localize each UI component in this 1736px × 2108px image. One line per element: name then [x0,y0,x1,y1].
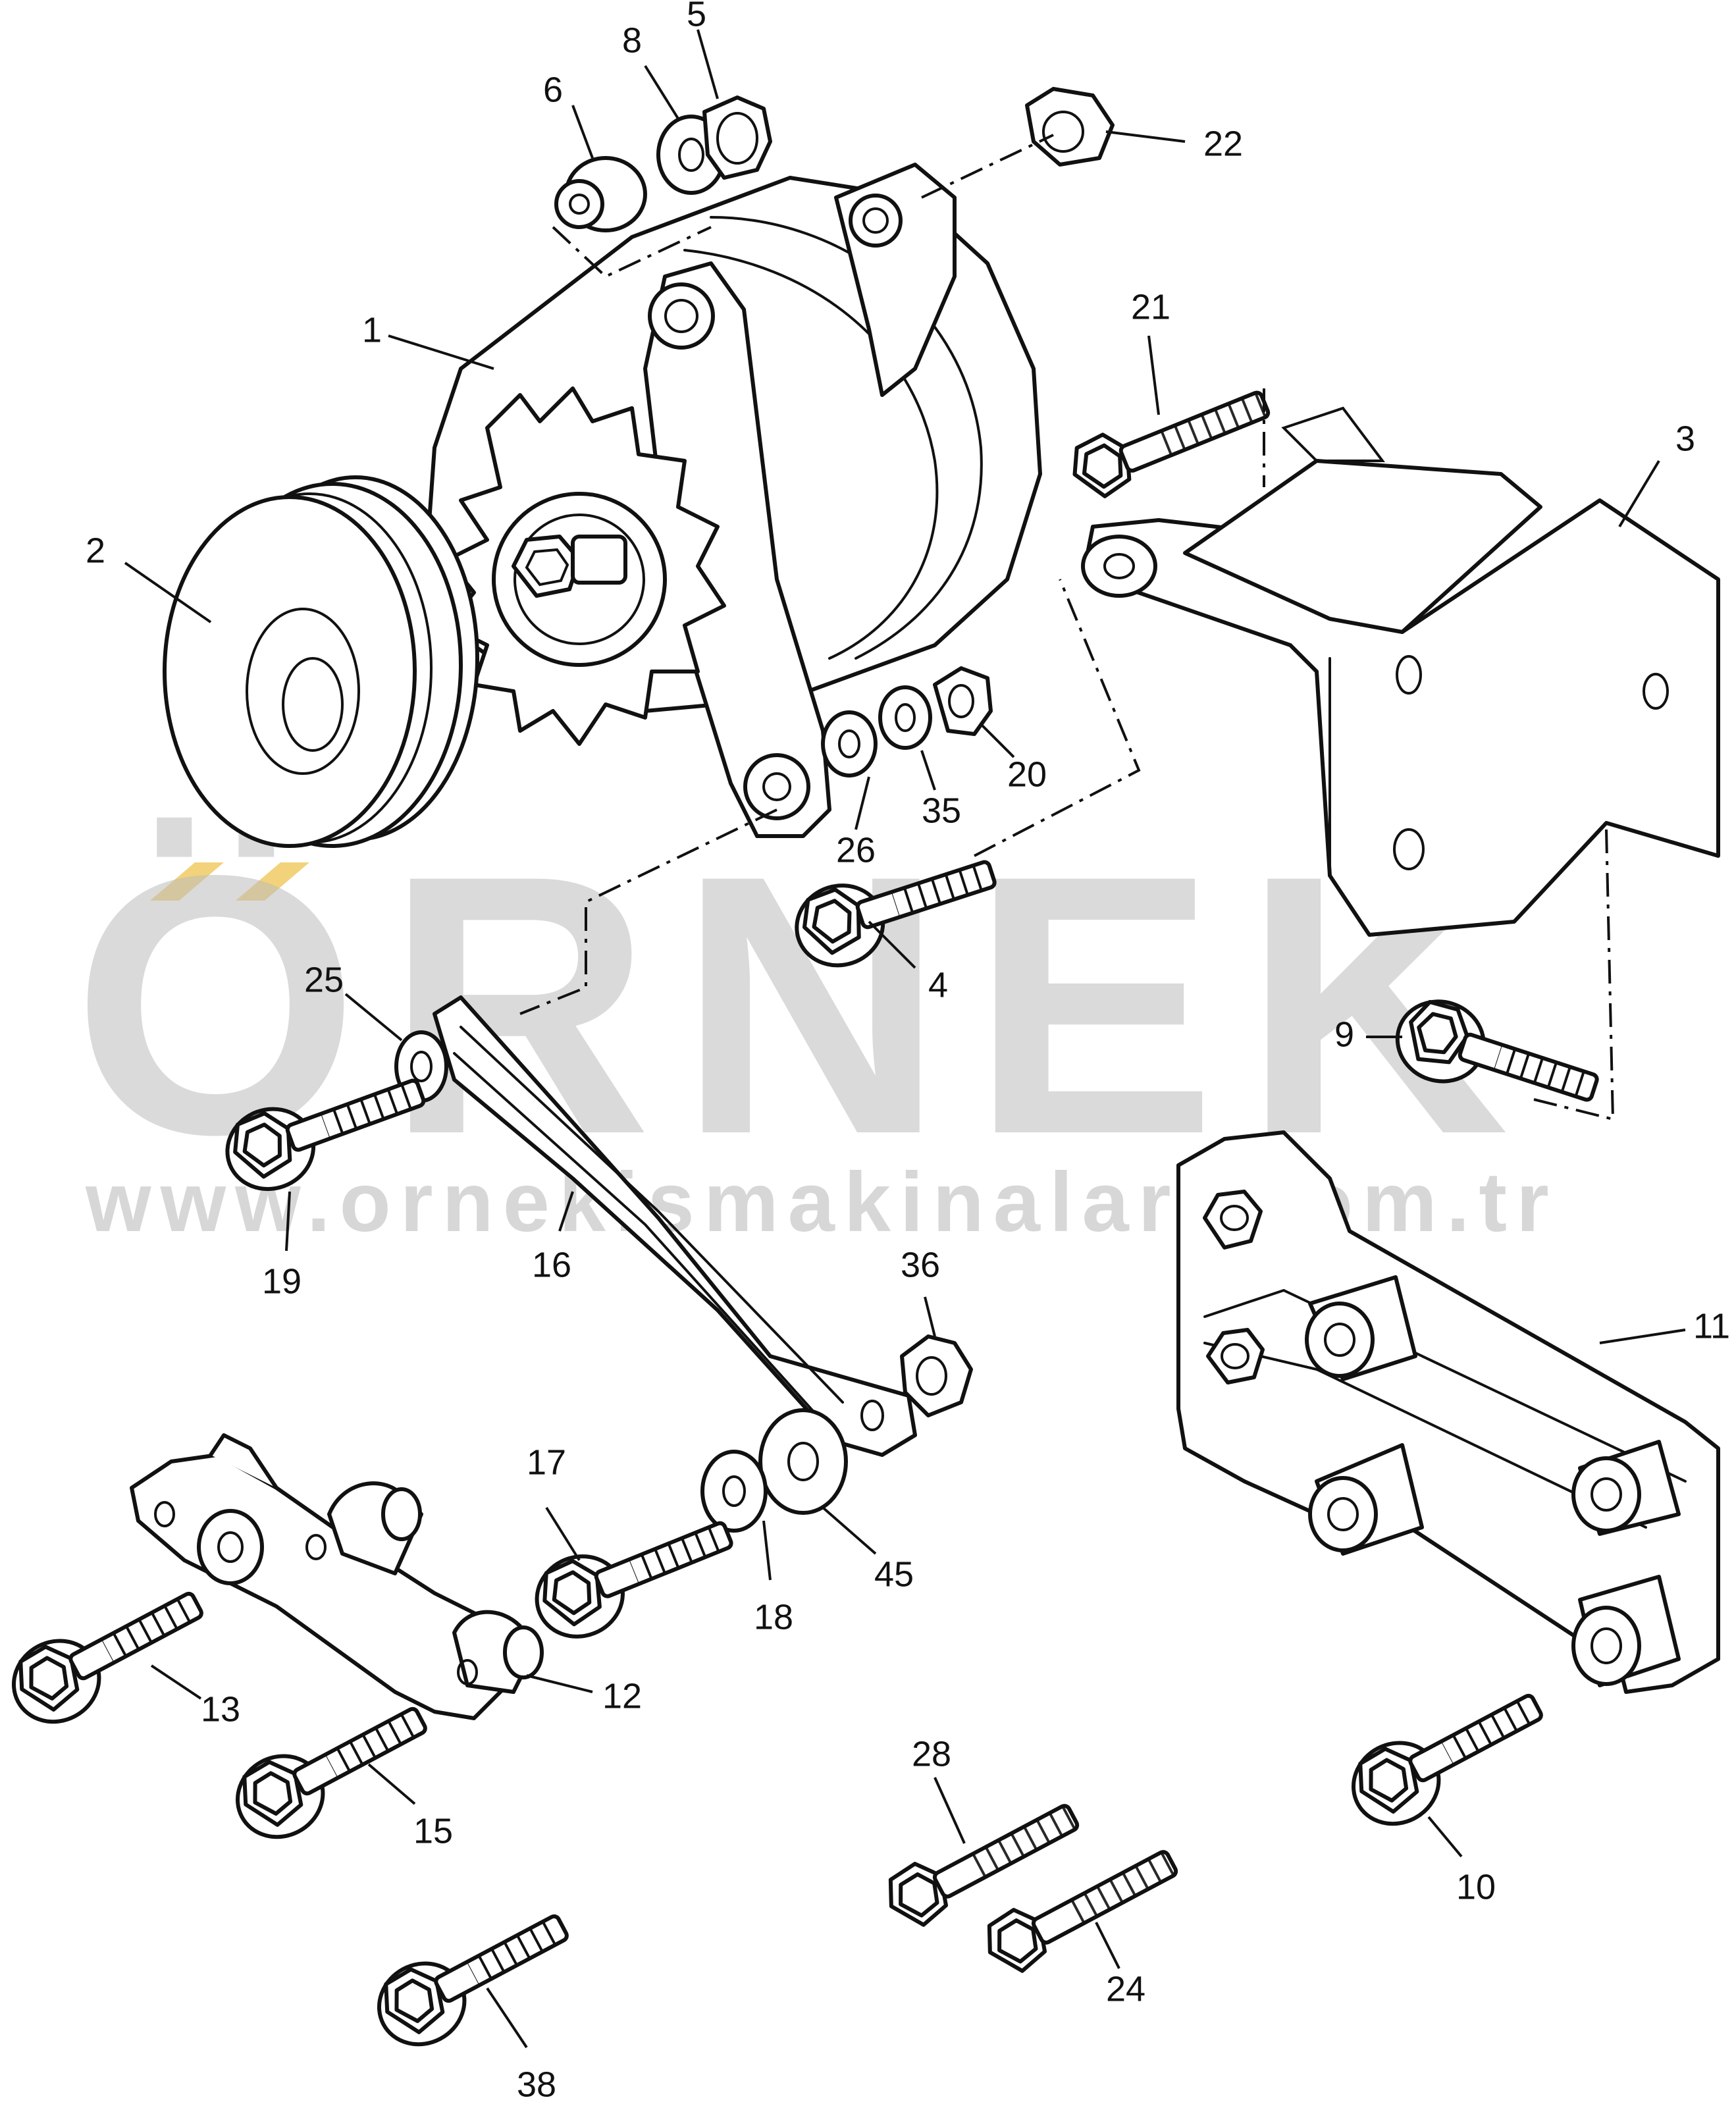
bolt-21 [1065,374,1275,504]
watermark-accent-right [236,862,309,901]
mounting-bracket: 3 [1081,406,1720,937]
bolt-15 [223,1686,440,1851]
bolt-10 [1339,1673,1556,1838]
callout-9: 9 [1334,1014,1354,1054]
callout-25: 25 [304,960,344,999]
nut-36: 36 [900,1245,973,1417]
bolt-38 [365,1893,582,2059]
callout-28: 28 [912,1734,951,1774]
nut-20: 20 [933,666,1047,794]
washer-26: 26 [821,710,878,870]
callout-12: 12 [602,1676,642,1716]
callout-15: 15 [413,1811,453,1851]
callout-5: 5 [687,0,706,34]
callout-19: 19 [262,1261,302,1301]
callout-18: 18 [754,1597,793,1637]
nut-22: 22 [1025,87,1243,167]
callout-36: 36 [901,1245,940,1284]
pulley: 2 [86,475,479,848]
watermark: ÖRNEK www.ornekismakinalari.com.tr [72,799,1549,1250]
callout-35: 35 [922,791,961,830]
alternator: 1 [362,163,1042,838]
callout-24: 24 [1106,1969,1145,2009]
callout-21: 21 [1131,287,1170,327]
callout-3: 3 [1675,419,1695,458]
callout-45: 45 [874,1554,914,1594]
callout-4: 4 [928,965,948,1005]
nut-6: 6 [543,70,647,232]
bolt-13 [0,1571,217,1736]
callout-26: 26 [836,830,876,870]
callout-1: 1 [362,310,382,350]
nut-5: 5 [687,0,772,180]
callout-10: 10 [1456,1867,1496,1907]
callout-38: 38 [517,2065,556,2104]
callout-22: 22 [1203,124,1243,163]
spring-washer-18: 18 [700,1450,793,1637]
adjusting-bar-16: 16 [433,995,917,1457]
bolt-17 [525,1500,743,1649]
washer-8: 8 [622,20,726,195]
callout-16: 16 [532,1245,571,1284]
callout-20: 20 [1007,754,1047,794]
callout-8: 8 [622,20,642,60]
bracket-11: 11 [1176,1130,1730,1694]
watermark-accent-left [150,862,224,901]
callout-2: 2 [86,531,105,570]
plate-12: 12 [130,1433,642,1720]
callout-6: 6 [543,70,563,109]
callout-11: 11 [1693,1306,1730,1346]
spring-washer-35: 35 [878,685,961,830]
washer-45: 45 [758,1408,914,1594]
callout-13: 13 [201,1689,240,1729]
callout-17: 17 [527,1442,566,1482]
